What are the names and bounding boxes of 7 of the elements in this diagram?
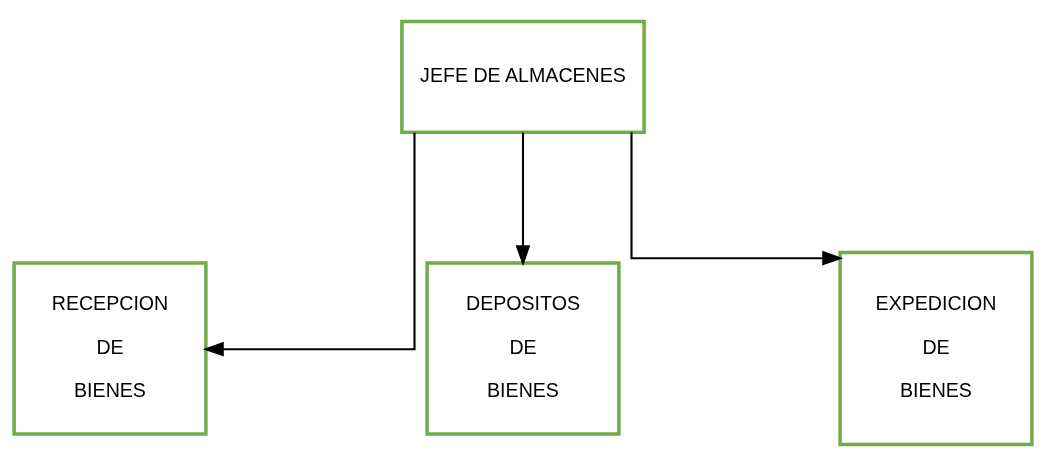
node-box: DEPOSITOS DE BIENES — [425, 261, 621, 436]
node-box: EXPEDICION DE BIENES — [838, 250, 1034, 447]
arrow — [630, 132, 844, 266]
node-box: RECEPCION DE BIENES — [12, 261, 208, 436]
arrow — [515, 132, 531, 267]
node-box: JEFE DE ALMACENES — [400, 19, 646, 134]
arrow — [202, 132, 416, 357]
